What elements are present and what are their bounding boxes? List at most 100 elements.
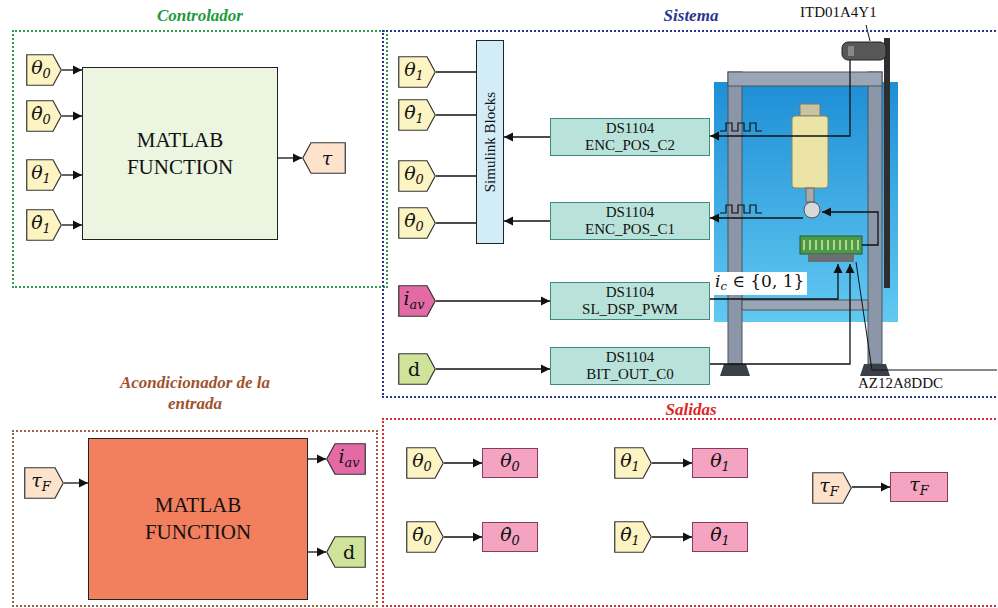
simulink-block: Simulink Blocks bbox=[476, 40, 504, 244]
tag-shape bbox=[27, 210, 62, 241]
panel-title: Sistema bbox=[382, 5, 998, 26]
signal-name: iav bbox=[403, 287, 424, 316]
signal-name: θ̇0 bbox=[404, 209, 424, 238]
symbol-subscript: av bbox=[345, 454, 360, 469]
symbol-subscript: 0 bbox=[43, 111, 51, 126]
symbol-base: θ̇ bbox=[500, 523, 511, 545]
output-display: θ1 bbox=[692, 448, 748, 478]
io-block: DS1104 ENC_POS_C1 bbox=[550, 202, 710, 240]
symbol-subscript: 0 bbox=[43, 65, 51, 80]
output-display: θ̇0 bbox=[482, 522, 538, 552]
outputs-panel: Salidasθ0θ0θ1θ1τFτFθ̇0θ̇0θ̇1θ̇1 bbox=[382, 418, 998, 607]
symbol-base: i bbox=[338, 445, 344, 467]
signal-name: τF bbox=[909, 473, 928, 502]
signal-line bbox=[436, 300, 550, 301]
signal-line bbox=[436, 222, 476, 223]
tag-shape bbox=[303, 143, 346, 174]
signal-name: d bbox=[408, 358, 420, 380]
symbol-base: θ̇ bbox=[31, 211, 42, 233]
signal-name: θ̇0 bbox=[500, 523, 520, 552]
signal-name: θ̇1 bbox=[31, 211, 51, 240]
symbol-subscript: 0 bbox=[512, 532, 520, 547]
symbol-subscript: 1 bbox=[416, 67, 424, 82]
symbol-subscript: 1 bbox=[43, 220, 51, 235]
signal-line bbox=[444, 462, 482, 463]
signal-tag: τF bbox=[812, 472, 852, 504]
block-label: Simulink Blocks bbox=[482, 92, 499, 192]
signal-name: θ1 bbox=[710, 449, 730, 478]
symbol-subscript: 0 bbox=[416, 171, 424, 186]
matlab-function-block: MATLAB FUNCTION bbox=[82, 67, 278, 240]
output-display: θ̇1 bbox=[692, 522, 748, 552]
symbol-base: θ̇ bbox=[412, 523, 423, 545]
signal-line bbox=[444, 536, 482, 537]
output-display: τF bbox=[890, 472, 948, 502]
panel-title: Controlador bbox=[12, 5, 388, 26]
output-display: θ0 bbox=[482, 448, 538, 478]
signal-name: θ̇1 bbox=[710, 523, 730, 552]
io-block: DS1104 BIT_OUT_C0 bbox=[550, 347, 710, 385]
signal-name: ic ∈ {0, 1} bbox=[712, 272, 807, 295]
signal-name: θ1 bbox=[620, 449, 640, 478]
input-conditioner-panel: Acondicionador de la entradaτFMATLAB FUN… bbox=[12, 430, 378, 607]
signal-line bbox=[504, 220, 550, 221]
tag-shape bbox=[399, 100, 436, 131]
symbol-base: θ bbox=[500, 449, 511, 471]
symbol-subscript: 1 bbox=[722, 458, 730, 473]
tag-shape bbox=[407, 522, 444, 553]
symbol-subscript: 0 bbox=[424, 458, 432, 473]
signal-line bbox=[436, 71, 476, 72]
signal-name: θ0 bbox=[412, 449, 432, 478]
signal-tag: θ0 bbox=[398, 160, 436, 192]
signal-line bbox=[62, 115, 82, 116]
signal-tag: θ0 bbox=[406, 447, 444, 479]
tag-shape bbox=[327, 537, 366, 568]
signal-line bbox=[62, 69, 82, 70]
symbol-base: θ bbox=[31, 161, 42, 183]
tag-shape bbox=[407, 448, 444, 479]
symbol-base: θ̇ bbox=[404, 209, 415, 231]
symbol-subscript: 0 bbox=[512, 458, 520, 473]
part-name: AZ12A8DDC bbox=[858, 374, 943, 392]
signal-tag: d bbox=[398, 353, 436, 385]
symbol-base: θ bbox=[404, 58, 415, 80]
signal-name: θ1 bbox=[31, 161, 51, 190]
tag-shape bbox=[813, 473, 852, 504]
symbol-base: θ̇ bbox=[710, 523, 721, 545]
symbol-subscript: c bbox=[720, 279, 726, 293]
signal-tag: τF bbox=[24, 467, 64, 499]
block-label: DS1104 BIT_OUT_C0 bbox=[568, 349, 693, 383]
signal-name: θ̇0 bbox=[412, 523, 432, 552]
signal-name: θ̇1 bbox=[404, 101, 424, 130]
block-label: DS1104 ENC_POS_C1 bbox=[568, 204, 693, 238]
symbol-subscript: 1 bbox=[722, 532, 730, 547]
symbol-subscript: 1 bbox=[632, 532, 640, 547]
signal-tag: θ̇0 bbox=[398, 207, 436, 239]
signal-line bbox=[652, 536, 692, 537]
symbol-subscript: 1 bbox=[43, 170, 51, 185]
symbol-base: τ bbox=[819, 474, 830, 496]
signal-line bbox=[62, 174, 82, 175]
signal-name: θ0 bbox=[404, 162, 424, 191]
tag-shape bbox=[399, 208, 436, 239]
signal-tag: θ̇1 bbox=[398, 99, 436, 131]
symbol-subscript: 1 bbox=[416, 110, 424, 125]
signal-name: θ0 bbox=[500, 449, 520, 478]
signal-name: θ0 bbox=[31, 56, 51, 85]
panel-title: Salidas bbox=[382, 399, 998, 420]
signal-tag: θ̇0 bbox=[26, 100, 62, 132]
signal-line bbox=[308, 458, 326, 459]
signal-tag: d bbox=[326, 536, 366, 568]
signal-line bbox=[62, 224, 82, 225]
io-block: DS1104 SL_DSP_PWM bbox=[550, 282, 710, 320]
symbol-subscript: F bbox=[42, 478, 51, 493]
block-label: MATLAB FUNCTION bbox=[128, 492, 268, 546]
tag-shape bbox=[27, 101, 62, 132]
tag-shape bbox=[615, 522, 652, 553]
signal-tag: θ1 bbox=[26, 159, 62, 191]
symbol-base: θ̇ bbox=[31, 102, 42, 124]
symbol-base: θ bbox=[31, 56, 42, 78]
system-panel: Sistemaθ1θ̇1θ0θ̇0Simulink BlocksDS1104 E… bbox=[382, 30, 998, 398]
signal-name: τF bbox=[31, 469, 50, 498]
signal-line bbox=[436, 114, 476, 115]
